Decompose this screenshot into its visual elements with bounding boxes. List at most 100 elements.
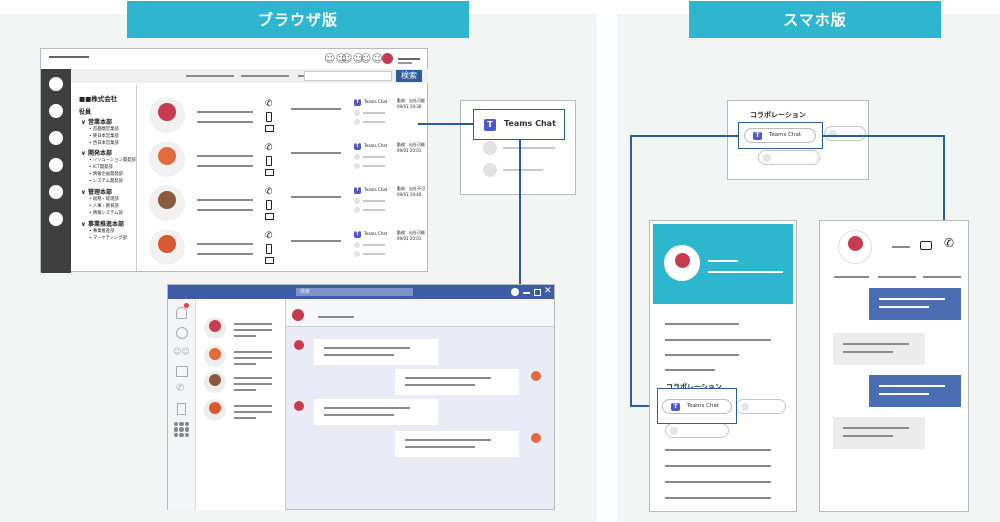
profile-phone: コラボレーション [649, 220, 797, 512]
phone-icon[interactable]: ✆ [265, 187, 273, 197]
mobile-icon[interactable] [266, 244, 272, 254]
browser-window: ☺☺ ☺☺ ☺☺ 検索 ■■株式会社 役員 ∨ 営業本部• 首都圏営業部 • 東日本… [40, 48, 428, 273]
chat-phone: ✆ [819, 220, 969, 512]
message-bubble [833, 417, 925, 449]
timestamp: 09/01 20:01 [397, 148, 422, 153]
people-icon[interactable]: ☺☺ [341, 52, 364, 65]
teams-icon: T [354, 231, 361, 238]
notification-badge [184, 303, 189, 308]
avatar [149, 141, 185, 177]
tree-item-department[interactable]: • 情報企画開発部 [89, 172, 123, 177]
phone-icon[interactable]: ✆ [944, 236, 955, 250]
collab-title: コラボレーション [750, 111, 806, 119]
sidebar-rail [41, 69, 71, 273]
tree-item-division[interactable]: ∨ 管理本部 [81, 189, 112, 196]
tree-item-department[interactable]: • システム開発部 [89, 179, 123, 184]
tree-item-department[interactable]: • ソリューション開発部 [89, 158, 136, 163]
nav-item[interactable] [49, 185, 63, 199]
people-icon[interactable]: ☺☺ [324, 52, 347, 65]
teams-window: 検索 ✕ ☺☺ ✆ [167, 284, 555, 510]
avatar [149, 97, 185, 133]
nav-item[interactable] [49, 158, 63, 172]
tree-item-division[interactable]: ∨ 開発本部 [81, 150, 112, 157]
contact-card-icon[interactable] [265, 213, 274, 220]
avatar [294, 340, 304, 350]
tree-item-department[interactable]: • ICT開発部 [89, 165, 113, 170]
avatar [664, 245, 700, 281]
tree-item-department[interactable]: • 人事・教育部 [89, 204, 119, 209]
status-text: 勤務：出社不可 [397, 186, 425, 191]
tree-item-department[interactable]: • 西日本営業部 [89, 141, 119, 146]
mobile-header: スマホ版 [689, 1, 941, 38]
message-bubble [395, 369, 519, 395]
avatar[interactable] [382, 53, 393, 64]
phone-icon[interactable]: ✆ [176, 383, 185, 394]
minimize-icon[interactable] [523, 292, 530, 294]
chat-icon[interactable] [176, 327, 188, 339]
avatar [204, 371, 226, 393]
avatar [838, 230, 872, 264]
contact-card-icon[interactable] [265, 257, 274, 264]
tree-item-department[interactable]: • 首都圏営業部 [89, 127, 119, 132]
tree-item-division[interactable]: ∨ 営業本部 [81, 119, 112, 126]
collab-teams-highlight[interactable]: T Teams Chat [738, 122, 823, 149]
avatar [531, 371, 541, 381]
maximize-icon[interactable] [534, 289, 541, 296]
profile-teams-highlight[interactable]: T Teams Chat [657, 388, 737, 424]
teams-icon: T [753, 132, 762, 140]
tree-item-department[interactable]: • 東日本営業部 [89, 134, 119, 139]
avatar [204, 399, 226, 421]
contact-card-icon[interactable] [265, 169, 274, 176]
close-icon[interactable]: ✕ [544, 286, 552, 296]
apps-icon[interactable] [174, 422, 189, 437]
tree-item-department[interactable]: • 総務・経理部 [89, 197, 119, 202]
teams-chat-label: Teams Chat [504, 119, 556, 128]
tree-item-department[interactable]: • 事業推進部 [89, 229, 115, 234]
contact-card-icon[interactable] [265, 125, 274, 132]
teams-icon: T [671, 403, 680, 411]
bell-icon[interactable] [176, 307, 187, 319]
phone-icon[interactable]: ✆ [265, 99, 273, 109]
teams-icon[interactable]: ☺☺ [173, 347, 190, 356]
teams-chat-highlight[interactable]: T Teams Chat [473, 109, 565, 140]
avatar [149, 185, 185, 221]
files-icon[interactable] [177, 403, 186, 415]
nav-item[interactable] [49, 77, 63, 91]
video-icon[interactable] [920, 241, 932, 250]
timestamp: 09/01 20:01 [397, 236, 422, 241]
mobile-icon[interactable] [266, 200, 272, 210]
timestamp: 09/01 19:40 [397, 192, 422, 197]
company-name: ■■株式会社 [79, 95, 118, 103]
tree-item-division[interactable]: 役員 [79, 109, 92, 116]
calendar-icon[interactable] [176, 366, 188, 377]
tree-item-department[interactable]: • 情報システム部 [89, 211, 123, 216]
phone-icon[interactable]: ✆ [265, 143, 273, 153]
avatar [204, 345, 226, 367]
mobile-icon[interactable] [266, 156, 272, 166]
avatar [149, 229, 185, 265]
org-tree: ■■株式会社 役員 ∨ 営業本部• 首都圏営業部 • 東日本営業部 • 西日本営業部 ∨… [75, 85, 137, 271]
teams-icon: T [354, 187, 361, 194]
search-input[interactable] [304, 71, 392, 81]
phone-icon[interactable]: ✆ [265, 231, 273, 241]
search-button[interactable]: 検索 [396, 70, 422, 82]
message-bubble [314, 399, 438, 425]
nav-item[interactable] [49, 104, 63, 118]
teams-icon: T [484, 119, 496, 131]
teams-icon: T [354, 99, 361, 106]
teams-search-input[interactable]: 検索 [296, 288, 413, 296]
tree-item-division[interactable]: ∨ 事業推進本部 [81, 221, 124, 228]
people-icon[interactable]: ☺☺ [360, 52, 383, 65]
collab-chip-label: Teams Chat [769, 132, 802, 138]
nav-item[interactable] [49, 131, 63, 145]
message-bubble [869, 375, 961, 407]
avatar[interactable] [511, 288, 519, 296]
tree-item-department[interactable]: • マーケティング部 [89, 236, 127, 241]
avatar [294, 401, 304, 411]
nav-item[interactable] [49, 212, 63, 226]
mobile-icon[interactable] [266, 112, 272, 122]
